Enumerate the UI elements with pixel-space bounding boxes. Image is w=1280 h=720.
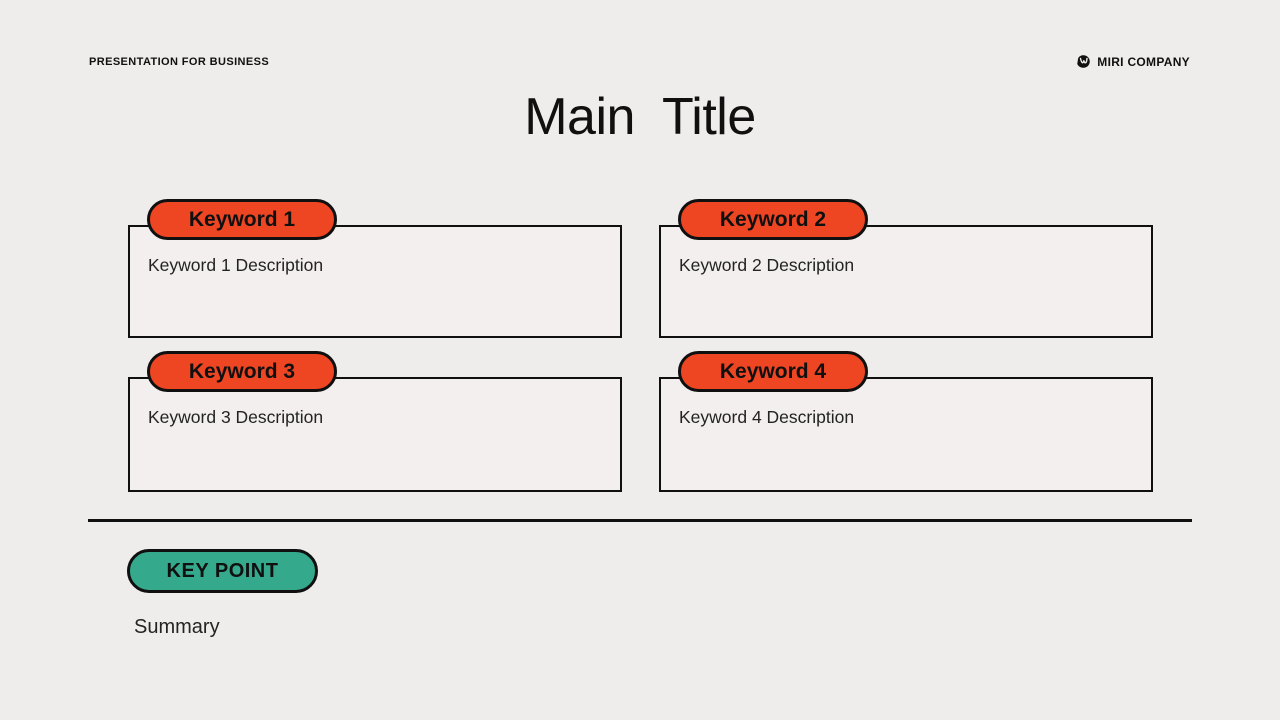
keyword-4-pill-label: Keyword 4 <box>719 359 827 383</box>
keyword-1-pill: Keyword 1 <box>147 199 337 240</box>
keyword-1-description: Keyword 1 Description <box>148 255 324 275</box>
key-point-pill: KEY POINT <box>127 549 318 593</box>
brand: MIRI COMPANY <box>1076 54 1190 69</box>
brand-name: MIRI COMPANY <box>1097 54 1190 69</box>
keyword-card-3: Keyword 3 Keyword 3 Description <box>128 351 622 492</box>
miri-logo-icon <box>1076 54 1091 69</box>
page-title: Main Title <box>524 88 756 146</box>
keyword-card-1-box <box>128 225 622 338</box>
keyword-card-4-box <box>659 377 1153 492</box>
keyword-1-pill-label: Keyword 1 <box>188 207 296 231</box>
keyword-3-pill-label: Keyword 3 <box>188 359 296 383</box>
section-divider <box>88 519 1192 522</box>
keyword-2-description: Keyword 2 Description <box>679 255 855 275</box>
key-point-label: KEY POINT <box>166 559 279 582</box>
keyword-card-2: Keyword 2 Keyword 2 Description <box>659 199 1153 338</box>
keyword-card-4: Keyword 4 Keyword 4 Description <box>659 351 1153 492</box>
keyword-card-3-box <box>128 377 622 492</box>
keyword-4-pill: Keyword 4 <box>678 351 868 392</box>
summary-text: Summary <box>134 616 220 638</box>
presentation-eyebrow: PRESENTATION FOR BUSINESS <box>89 56 270 68</box>
keyword-card-2-box <box>659 225 1153 338</box>
keyword-3-description: Keyword 3 Description <box>148 407 324 427</box>
keyword-2-pill-label: Keyword 2 <box>719 207 827 231</box>
keyword-card-1: Keyword 1 Keyword 1 Description <box>128 199 622 338</box>
keyword-4-description: Keyword 4 Description <box>679 407 855 427</box>
keyword-3-pill: Keyword 3 <box>147 351 337 392</box>
keyword-2-pill: Keyword 2 <box>678 199 868 240</box>
